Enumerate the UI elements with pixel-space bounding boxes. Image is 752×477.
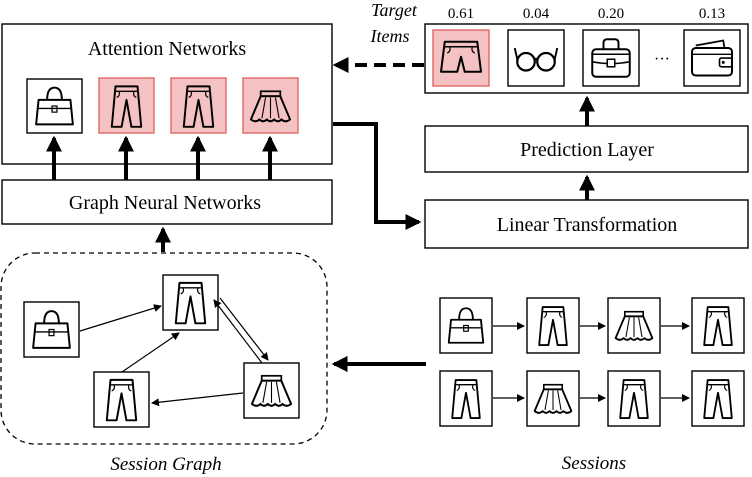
sessions-caption: Sessions <box>562 453 626 474</box>
score-wallet: 0.13 <box>699 6 725 22</box>
graph-edges <box>79 297 269 407</box>
target-item-bag <box>582 29 640 87</box>
graph-node-trousers-bottom <box>93 371 150 428</box>
target-label-line2: Items <box>370 26 410 46</box>
graph-node-trousers-top <box>162 274 219 331</box>
graph-neural-networks-label: Graph Neural Networks <box>69 192 261 214</box>
session-row-2 <box>439 370 745 427</box>
score-shorts: 0.61 <box>448 6 474 22</box>
target-item-wallet <box>683 29 741 87</box>
session-graph-box <box>0 252 328 445</box>
attention-item-handbag <box>26 78 83 134</box>
score-bag: 0.20 <box>598 6 624 22</box>
linear-transformation-label: Linear Transformation <box>497 214 678 236</box>
prediction-layer-box <box>424 125 749 173</box>
target-label-line1: Target <box>371 0 418 20</box>
linear-transformation-box <box>424 199 749 249</box>
graph-node-handbag <box>23 301 80 358</box>
session-row-1 <box>439 297 745 354</box>
graph-node-skirt <box>243 362 300 419</box>
prediction-layer-label: Prediction Layer <box>520 139 654 161</box>
attention-item-skirt <box>242 77 299 134</box>
target-item-glasses <box>507 29 565 87</box>
attention-item-trousers-1 <box>98 77 155 134</box>
attention-item-trousers-2 <box>170 77 227 134</box>
graph-neural-networks-box <box>1 179 333 225</box>
target-ellipsis: ··· <box>654 51 670 68</box>
session-graph-caption: Session Graph <box>110 454 221 475</box>
target-item-shorts <box>432 29 490 87</box>
gnn-to-attention-arrows <box>46 135 278 180</box>
attention-to-linear-arrow <box>333 122 422 230</box>
attention-networks-label: Attention Networks <box>88 38 247 60</box>
score-glasses: 0.04 <box>523 6 550 22</box>
